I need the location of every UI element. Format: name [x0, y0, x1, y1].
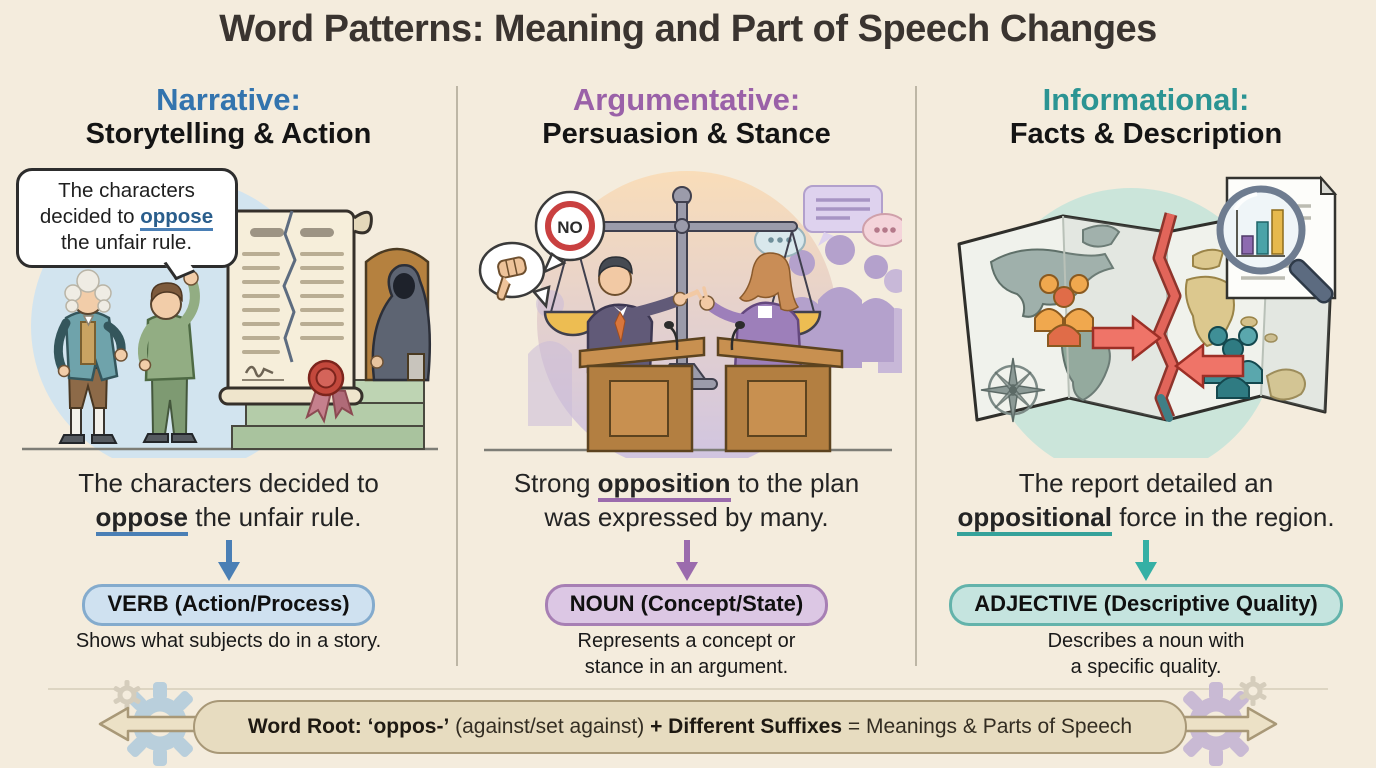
pos-label-noun: NOUN (Concept/State) — [544, 584, 829, 626]
suffixes-label: + Different Suffixes — [650, 715, 843, 738]
informational-illustration — [931, 166, 1361, 458]
word-root-label: Word Root: ‘oppos-’ — [247, 715, 450, 738]
keyword-oppositional: oppositional — [957, 502, 1112, 536]
arrow-left-icon — [1173, 342, 1245, 390]
column-narrative: Narrative: Storytelling & Action — [0, 76, 457, 688]
no-label: NO — [557, 218, 583, 237]
keyword-oppose: oppose — [95, 502, 188, 536]
figure-raised-arm — [137, 270, 200, 443]
pos-description: Represents a concept or stance in an arg… — [577, 630, 796, 678]
thumbs-down-icon — [478, 241, 551, 309]
column-informational: Informational: Facts & Description — [916, 76, 1376, 688]
debater-left — [578, 256, 705, 453]
no-bubble-icon: NO — [534, 190, 605, 275]
speech-bubble: The characters decided to oppose the unf… — [15, 168, 238, 268]
argumentative-illustration: NO — [472, 166, 902, 458]
down-arrow-icon — [675, 540, 698, 581]
word-root-banner: Word Root: ‘oppos-’ (against/set against… — [193, 700, 1187, 754]
colonial-figure-wigged — [53, 269, 128, 444]
keyword-opposition: opposition — [597, 468, 731, 502]
fault-line-divide — [1152, 212, 1182, 422]
example-sentence: The report detailed an oppositional forc… — [916, 466, 1376, 536]
small-gear-icon — [113, 680, 141, 710]
wax-seal-icon — [304, 359, 354, 424]
example-sentence: The characters decided to oppose the unf… — [0, 466, 457, 536]
column-argumentative: Argumentative: Persuasion & Stance — [457, 76, 916, 688]
narrative-illustration: The characters decided to oppose the unf… — [14, 166, 444, 458]
example-sentence: Strong opposition to the plan was expres… — [513, 468, 860, 532]
people-group-orange — [1034, 274, 1094, 347]
tear-crack — [282, 210, 296, 363]
debater-right — [694, 252, 843, 453]
torn-decree-scroll — [218, 209, 373, 424]
hooded-ruler-icon — [364, 247, 431, 382]
down-arrow-icon — [1135, 540, 1157, 581]
footer-divider — [48, 688, 1328, 690]
compass-rose-icon — [980, 357, 1046, 423]
pos-label-row: NOUN (Concept/State) — [457, 584, 916, 626]
pos-label-row: ADJECTIVE (Descriptive Quality) — [916, 584, 1376, 626]
keyword-oppose: oppose — [140, 205, 214, 231]
column-heading: Argumentative: — [572, 82, 801, 117]
column-subheading: Storytelling & Action — [85, 118, 372, 150]
pos-label-adjective: ADJECTIVE (Descriptive Quality) — [949, 584, 1343, 626]
chat-bubble-dots-icon — [861, 213, 902, 247]
magnifier-chart-icon — [1216, 175, 1338, 304]
debate-scene: NO — [478, 171, 902, 458]
chat-bubble-lines-icon — [802, 185, 883, 246]
column-subheading: Persuasion & Stance — [542, 118, 831, 150]
column-divider — [456, 86, 458, 666]
column-divider — [915, 86, 917, 666]
down-arrow-icon — [217, 540, 240, 581]
pos-description: Shows what subjects do in a story. — [75, 630, 382, 652]
pos-label-row: VERB (Action/Process) — [0, 584, 457, 626]
pos-description: Describes a noun with a specific quality… — [1047, 630, 1245, 678]
column-heading: Informational: — [1042, 82, 1250, 117]
small-gear-icon — [1239, 676, 1267, 706]
arrow-right-icon — [1091, 314, 1163, 362]
signature-squiggle — [244, 365, 274, 378]
page-title: Word Patterns: Meaning and Part of Speec… — [219, 8, 1157, 50]
map-scene — [957, 175, 1338, 458]
column-heading: Narrative: — [156, 82, 301, 117]
pos-label-verb: VERB (Action/Process) — [82, 584, 375, 626]
column-subheading: Facts & Description — [1009, 118, 1283, 150]
bubble-text: The characters — [58, 179, 195, 202]
